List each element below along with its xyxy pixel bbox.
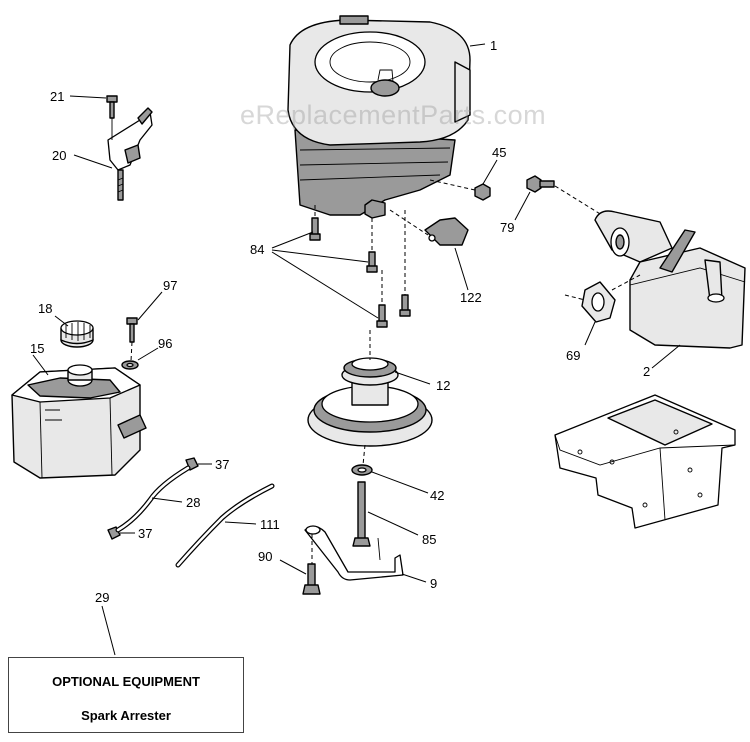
- label-37-a: 37: [215, 457, 229, 472]
- washer-96[interactable]: [121, 360, 139, 370]
- gasket-69[interactable]: [581, 281, 616, 323]
- fuel-cap-18[interactable]: [60, 320, 94, 348]
- label-45: 45: [492, 145, 506, 160]
- optional-equipment-box: OPTIONAL EQUIPMENT Spark Arrester: [8, 657, 244, 733]
- bolt-84-b[interactable]: [366, 251, 378, 273]
- label-29: 29: [95, 590, 109, 605]
- label-96: 96: [158, 336, 172, 351]
- washer-42[interactable]: [351, 464, 373, 476]
- optional-equipment-title: OPTIONAL EQUIPMENT: [52, 674, 200, 689]
- label-9: 9: [430, 576, 437, 591]
- label-37-b: 37: [138, 526, 152, 541]
- muffler-2[interactable]: [594, 210, 746, 349]
- label-79: 79: [500, 220, 514, 235]
- bolt-84-a[interactable]: [309, 217, 321, 241]
- label-90: 90: [258, 549, 272, 564]
- engine-mount-plate[interactable]: [554, 394, 736, 529]
- label-28: 28: [186, 495, 200, 510]
- label-42: 42: [430, 488, 444, 503]
- fuel-line-111[interactable]: [175, 483, 275, 568]
- label-97: 97: [163, 278, 177, 293]
- bolt-90[interactable]: [302, 563, 321, 595]
- bolt-84-d[interactable]: [399, 294, 411, 317]
- label-21: 21: [50, 89, 64, 104]
- label-1: 1: [490, 38, 497, 53]
- bolt-84-c[interactable]: [376, 304, 388, 328]
- label-20: 20: [52, 148, 66, 163]
- bolt-79[interactable]: [526, 175, 555, 193]
- label-12: 12: [436, 378, 450, 393]
- label-111: 111: [260, 517, 280, 532]
- engine[interactable]: [287, 15, 471, 219]
- optional-equipment-item[interactable]: Spark Arrester: [81, 708, 171, 723]
- bolt-85[interactable]: [352, 481, 371, 547]
- label-85: 85: [422, 532, 436, 547]
- fuel-line-28[interactable]: [115, 465, 191, 533]
- bracket-9[interactable]: [304, 525, 404, 581]
- watermark: eReplacementParts.com: [240, 100, 547, 130]
- label-84: 84: [250, 242, 264, 257]
- label-2: 2: [643, 364, 650, 379]
- bolt-97[interactable]: [126, 317, 138, 343]
- nut-45[interactable]: [474, 183, 491, 201]
- label-18: 18: [38, 301, 52, 316]
- fuel-tank-15[interactable]: [11, 364, 147, 479]
- heat-shield-122[interactable]: [424, 217, 469, 246]
- throttle-control-20[interactable]: [107, 107, 153, 201]
- label-69: 69: [566, 348, 580, 363]
- label-15: 15: [30, 341, 44, 356]
- label-122: 122: [460, 290, 482, 305]
- screw-21[interactable]: [106, 95, 118, 119]
- pulley-12[interactable]: [307, 357, 433, 447]
